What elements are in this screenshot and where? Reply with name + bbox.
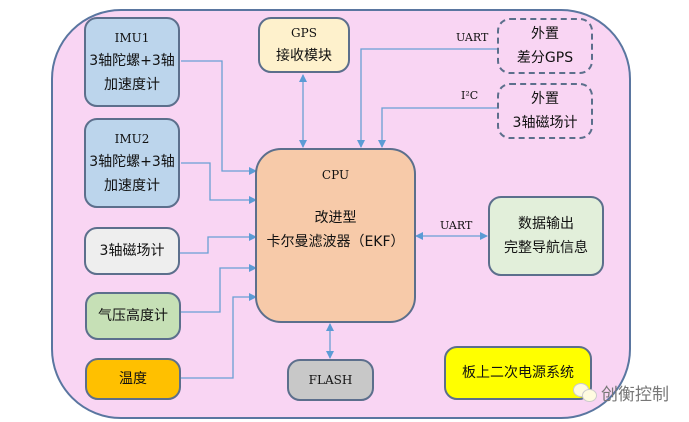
wire-extmag-cpu xyxy=(378,107,497,148)
ext-mag-line1: 外置 xyxy=(531,91,559,107)
imu1-line3: 加速度计 xyxy=(104,77,160,93)
flash-box: FLASH xyxy=(287,359,374,401)
wire-mag-cpu xyxy=(180,233,257,254)
temperature-label: 温度 xyxy=(119,371,147,387)
wechat-icon xyxy=(573,382,597,403)
cpu-line1: 改进型 xyxy=(314,210,357,226)
watermark: 创衡控制 xyxy=(573,380,669,405)
temperature-box: 温度 xyxy=(85,358,181,400)
imu1-title: IMU1 xyxy=(114,31,150,45)
output-box: 数据输出 完整导航信息 xyxy=(488,196,604,276)
wire-baro-cpu xyxy=(181,264,257,313)
gps-subtitle: 接收模块 xyxy=(276,48,332,64)
power-box: 板上二次电源系统 xyxy=(444,346,592,400)
imu2-line2: 3轴陀螺+3轴 xyxy=(89,154,175,170)
wire-imu1-cpu xyxy=(181,60,257,175)
uart-ext-gps-label: UART xyxy=(456,31,489,44)
cpu-box: CPU 改进型 卡尔曼滤波器（EKF） xyxy=(255,148,416,323)
ext-mag-line2: 3轴磁场计 xyxy=(512,115,578,131)
output-line1: 数据输出 xyxy=(518,216,574,232)
ext-gps-line2: 差分GPS xyxy=(516,50,574,66)
gps-title: GPS xyxy=(291,26,317,40)
barometer-box: 气压高度计 xyxy=(85,292,181,340)
imu1-line2: 3轴陀螺+3轴 xyxy=(89,53,175,69)
flash-label: FLASH xyxy=(308,373,353,387)
magnetometer-box: 3轴磁场计 xyxy=(84,227,180,275)
watermark-text: 创衡控制 xyxy=(601,385,669,405)
wire-imu2-cpu xyxy=(181,162,257,204)
ext-gps-box: 外置 差分GPS xyxy=(497,18,593,74)
imu1-box: IMU1 3轴陀螺+3轴 加速度计 xyxy=(84,17,180,107)
barometer-label: 气压高度计 xyxy=(98,308,168,324)
magnetometer-label: 3轴磁场计 xyxy=(99,243,165,259)
imu2-box: IMU2 3轴陀螺+3轴 加速度计 xyxy=(84,118,180,208)
wire-temp-cpu xyxy=(181,293,257,379)
output-line2: 完整导航信息 xyxy=(504,240,588,256)
power-label: 板上二次电源系统 xyxy=(462,365,574,381)
uart-output-label: UART xyxy=(440,219,473,232)
ext-gps-line1: 外置 xyxy=(531,26,559,42)
i2c-ext-mag-label: I²C xyxy=(461,89,479,102)
imu2-title: IMU2 xyxy=(114,132,150,146)
imu2-line3: 加速度计 xyxy=(104,178,160,194)
ext-mag-box: 外置 3轴磁场计 xyxy=(497,83,593,139)
cpu-title: CPU xyxy=(321,168,350,182)
gps-box: GPS 接收模块 xyxy=(258,17,350,73)
wire-extgps-cpu xyxy=(357,48,497,148)
cpu-line2: 卡尔曼滤波器（EKF） xyxy=(266,234,405,250)
